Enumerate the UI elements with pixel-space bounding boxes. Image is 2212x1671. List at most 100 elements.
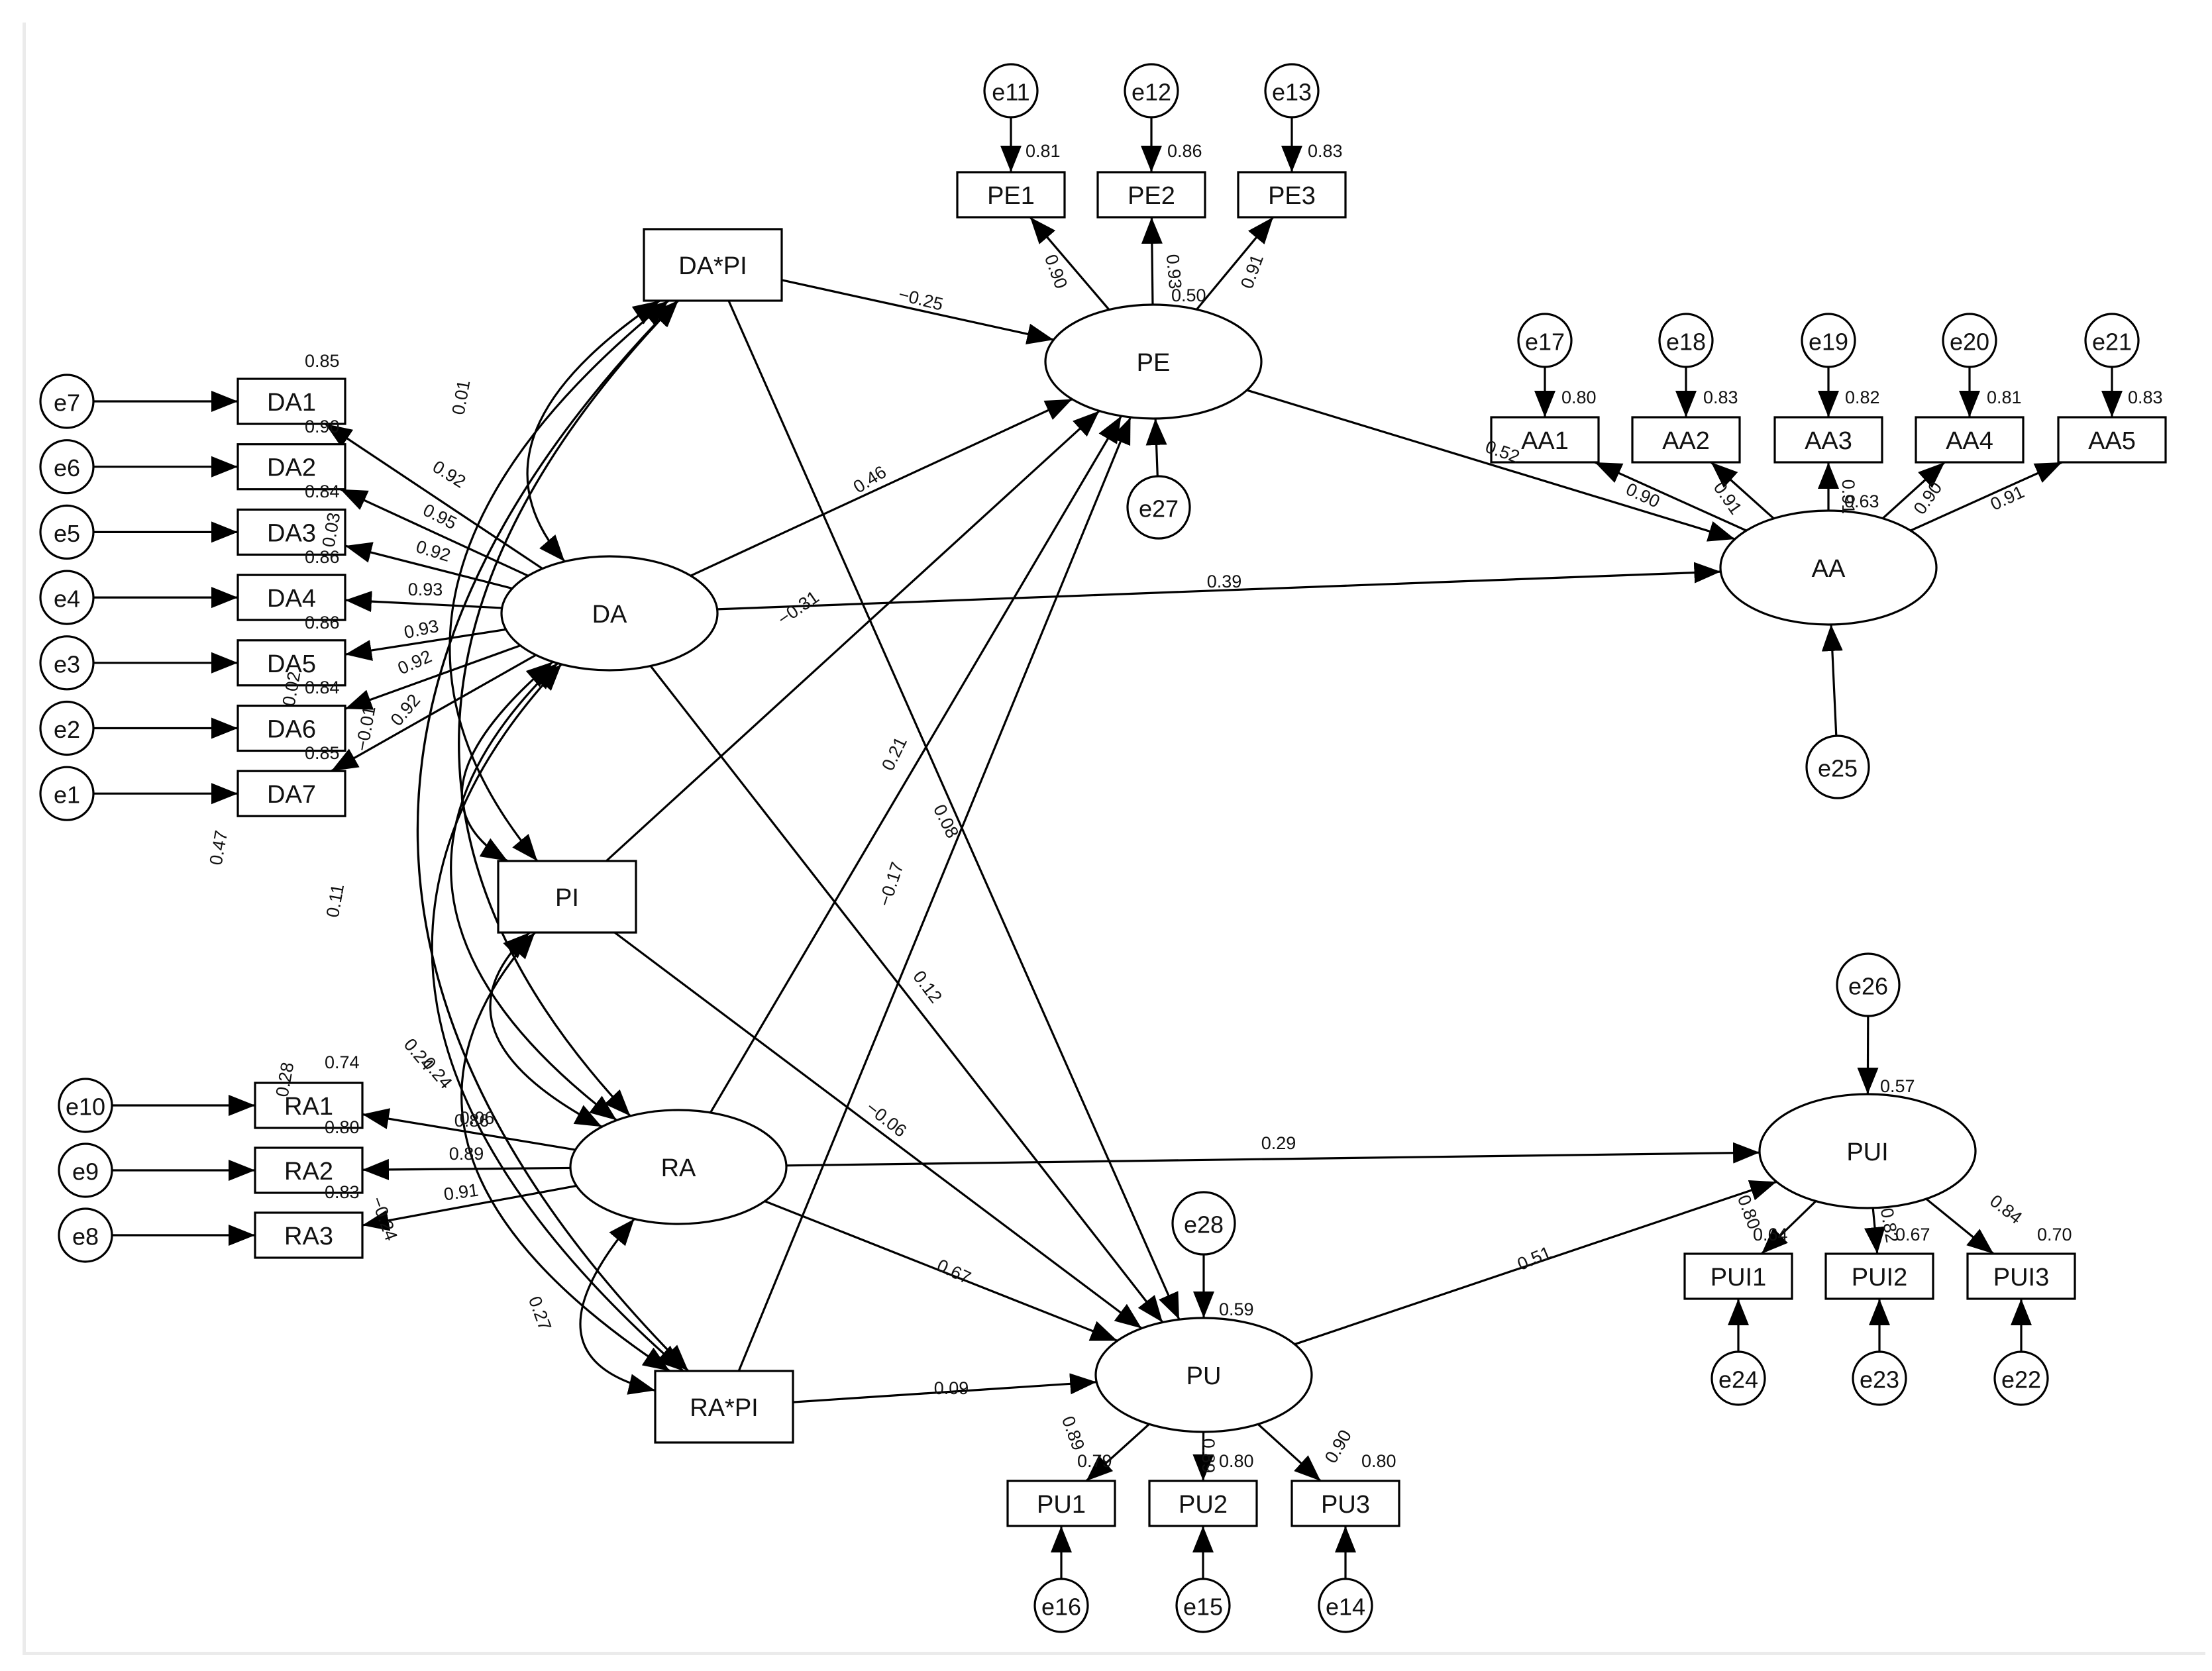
loading-label-da3: 0.92 — [413, 536, 452, 566]
error-e1: e1 — [39, 766, 95, 821]
loading-aa-to-aa5 — [1910, 461, 2063, 532]
error-e26: e26 — [1836, 952, 1901, 1017]
label-ra3: RA3 — [284, 1223, 333, 1250]
label-e24: e24 — [1718, 1366, 1758, 1393]
label-ra-x-pi: RA*PI — [690, 1394, 758, 1422]
loading-label-pu1: 0.89 — [1058, 1413, 1088, 1453]
r2-pui: 0.57 — [1880, 1076, 1915, 1096]
label-e3: e3 — [54, 650, 80, 678]
r2-aa3: 0.82 — [1845, 387, 1880, 407]
loading-aa-to-aa4 — [1881, 461, 1946, 519]
path-da-x-pi-to-pe — [781, 279, 1054, 345]
observed-da6: DA6 — [237, 704, 346, 752]
latent-pu: PU — [1094, 1317, 1313, 1433]
coef-pi-to-pe: −0.31 — [774, 587, 822, 629]
coef-ra-x-pi-to-pe: −0.17 — [874, 860, 908, 909]
covariance-pi-ra-x-pi — [460, 931, 670, 1372]
loading-pui-to-pui1 — [1760, 1200, 1817, 1255]
observed-ra-x-pi: RA*PI — [654, 1370, 794, 1444]
label-pe3: PE3 — [1268, 182, 1316, 210]
observed-pui2: PUI2 — [1824, 1252, 1934, 1300]
label-pe1: PE1 — [987, 182, 1035, 210]
observed-aa5: AA5 — [2057, 416, 2167, 464]
error-e20: e20 — [1942, 313, 1997, 368]
loading-label-da7: 0.92 — [387, 690, 425, 730]
r2-pe: 0.50 — [1171, 285, 1206, 305]
r2-ra3: 0.83 — [325, 1182, 360, 1202]
error-e18: e18 — [1658, 313, 1714, 368]
loading-label-pui3: 0.84 — [1986, 1191, 2026, 1228]
label-da1: DA1 — [267, 389, 316, 417]
observed-aa2: AA2 — [1631, 416, 1741, 464]
coef-pi-to-pu: −0.06 — [863, 1097, 910, 1141]
label-aa5: AA5 — [2088, 427, 2136, 455]
label-e1: e1 — [54, 782, 80, 809]
label-pu1: PU1 — [1037, 1491, 1086, 1519]
error-e25: e25 — [1805, 734, 1870, 799]
path-ra-to-pu — [764, 1200, 1118, 1342]
path-da-to-pu — [649, 665, 1164, 1323]
loading-pu-to-pu3 — [1257, 1423, 1322, 1482]
loading-pe-to-pe1 — [1029, 216, 1110, 311]
error-e21: e21 — [2084, 313, 2140, 368]
label-pui3: PUI3 — [1993, 1264, 2049, 1291]
label-da: DA — [592, 601, 627, 629]
loading-label-pu3: 0.90 — [1321, 1427, 1355, 1467]
label-e25: e25 — [1818, 755, 1858, 782]
label-e20: e20 — [1950, 329, 1989, 356]
loading-pe-to-pe2 — [1141, 217, 1163, 305]
loading-label-da1: 0.92 — [429, 456, 469, 491]
label-e5: e5 — [54, 520, 80, 547]
loading-label-aa5: 0.91 — [1987, 481, 2027, 514]
error-e4: e4 — [39, 570, 95, 625]
label-e2: e2 — [54, 716, 80, 743]
label-pui1: PUI1 — [1711, 1264, 1766, 1291]
observed-da5: DA5 — [237, 639, 346, 687]
coef-ra-to-pe: 0.21 — [878, 734, 911, 774]
path-pi-to-pu — [613, 931, 1143, 1329]
loading-label-aa2: 0.91 — [1710, 478, 1746, 518]
observed-pe2: PE2 — [1096, 171, 1206, 219]
r2-pui2: 0.67 — [1895, 1225, 1930, 1244]
error-e11: e11 — [983, 63, 1039, 119]
error-e15: e15 — [1175, 1578, 1231, 1633]
label-pui2: PUI2 — [1852, 1264, 1907, 1291]
r2-da3: 0.84 — [305, 481, 340, 501]
loading-label-pe1: 0.90 — [1041, 252, 1071, 291]
path-da-to-pe — [690, 398, 1073, 577]
label-e9: e9 — [72, 1158, 99, 1186]
label-pu3: PU3 — [1321, 1491, 1370, 1519]
label-e19: e19 — [1809, 329, 1848, 356]
r2-da7: 0.85 — [305, 743, 340, 763]
loading-label-pe2: 0.93 — [1163, 254, 1185, 290]
label-da3: DA3 — [267, 519, 316, 547]
path-ra-x-pi-to-pe — [737, 417, 1132, 1372]
loading-aa-to-aa1 — [1594, 461, 1747, 532]
r2-pui1: 0.64 — [1753, 1225, 1788, 1244]
path-ra-to-pe — [710, 415, 1122, 1113]
covariance-label-12: 0.06 — [460, 1108, 495, 1128]
r2-da5: 0.86 — [305, 613, 340, 633]
r2-pe2: 0.86 — [1167, 141, 1202, 161]
observed-da2: DA2 — [237, 443, 346, 491]
r2-da2: 0.90 — [305, 417, 340, 436]
label-e17: e17 — [1525, 329, 1565, 356]
path-pu-to-pui — [1294, 1180, 1777, 1346]
observed-aa3: AA3 — [1773, 416, 1883, 464]
error-e27: e27 — [1126, 475, 1191, 540]
coef-ra-to-pu: 0.67 — [934, 1255, 974, 1288]
observed-da4: DA4 — [237, 574, 346, 621]
observed-pu1: PU1 — [1006, 1480, 1116, 1527]
error-e5: e5 — [39, 504, 95, 560]
error-e13: e13 — [1264, 63, 1320, 119]
error-e8: e8 — [58, 1207, 113, 1263]
covariance-ra-ra-x-pi — [579, 1218, 656, 1395]
label-e10: e10 — [66, 1093, 105, 1121]
label-e12: e12 — [1132, 79, 1171, 106]
observed-pe3: PE3 — [1237, 171, 1347, 219]
r2-pu3: 0.80 — [1361, 1451, 1396, 1471]
loading-pu-to-pu1 — [1085, 1423, 1150, 1482]
r2-ra2: 0.80 — [325, 1117, 360, 1137]
observed-aa1: AA1 — [1490, 416, 1600, 464]
